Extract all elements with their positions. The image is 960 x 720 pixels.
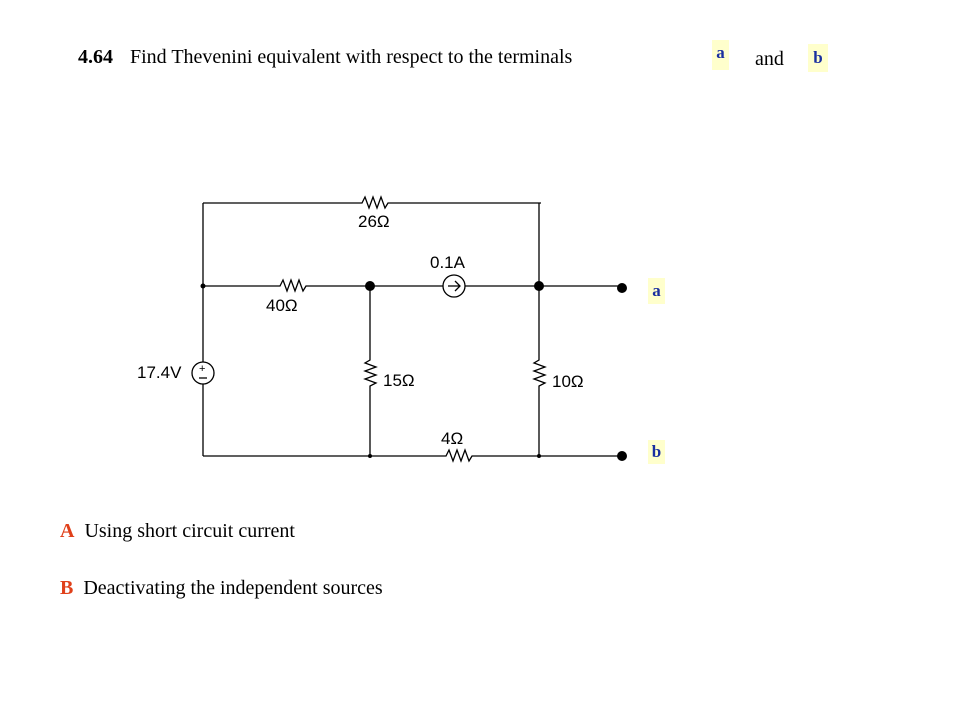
label-current: 0.1A	[430, 253, 466, 272]
and-word: and	[755, 48, 784, 70]
terminal-a-tag: a	[712, 40, 729, 70]
circuit-terminal-b: b	[648, 440, 665, 464]
circuit-terminal-a: a	[648, 278, 665, 304]
label-15: 15Ω	[383, 371, 415, 390]
resistor-10	[532, 203, 547, 456]
label-4: 4Ω	[441, 429, 463, 448]
voltage-source-icon	[191, 361, 215, 385]
wire-top	[203, 195, 541, 210]
wire-bottom	[203, 448, 622, 463]
current-source-icon	[442, 274, 466, 298]
option-b: B Deactivating the independent sources	[60, 577, 383, 600]
option-b-letter: B	[60, 577, 74, 599]
node-right	[534, 281, 544, 291]
wire-middle-40	[203, 278, 370, 293]
problem-statement: 4.64 Find Thevenini equivalent with resp…	[78, 46, 572, 69]
option-b-text: Deactivating the independent sources	[83, 577, 383, 599]
node-bottom-right	[537, 454, 541, 458]
label-voltage: 17.4V	[137, 363, 182, 382]
terminal-b-node	[617, 451, 627, 461]
option-a-letter: A	[60, 520, 75, 542]
option-a-text: Using short circuit current	[84, 520, 295, 542]
option-a: A Using short circuit current	[60, 520, 295, 543]
terminal-a-node	[617, 283, 627, 293]
node-left	[200, 283, 206, 289]
problem-text: Find Thevenini equivalent with respect t…	[130, 46, 573, 68]
label-26: 26Ω	[358, 212, 390, 231]
node-mid	[365, 281, 375, 291]
node-bottom-mid	[368, 454, 372, 458]
label-10: 10Ω	[552, 372, 584, 391]
problem-number: 4.64	[78, 46, 113, 68]
plus-sign-icon: +	[199, 363, 205, 375]
label-40: 40Ω	[266, 296, 298, 315]
terminal-b-tag: b	[808, 44, 828, 72]
resistor-15	[363, 286, 378, 456]
